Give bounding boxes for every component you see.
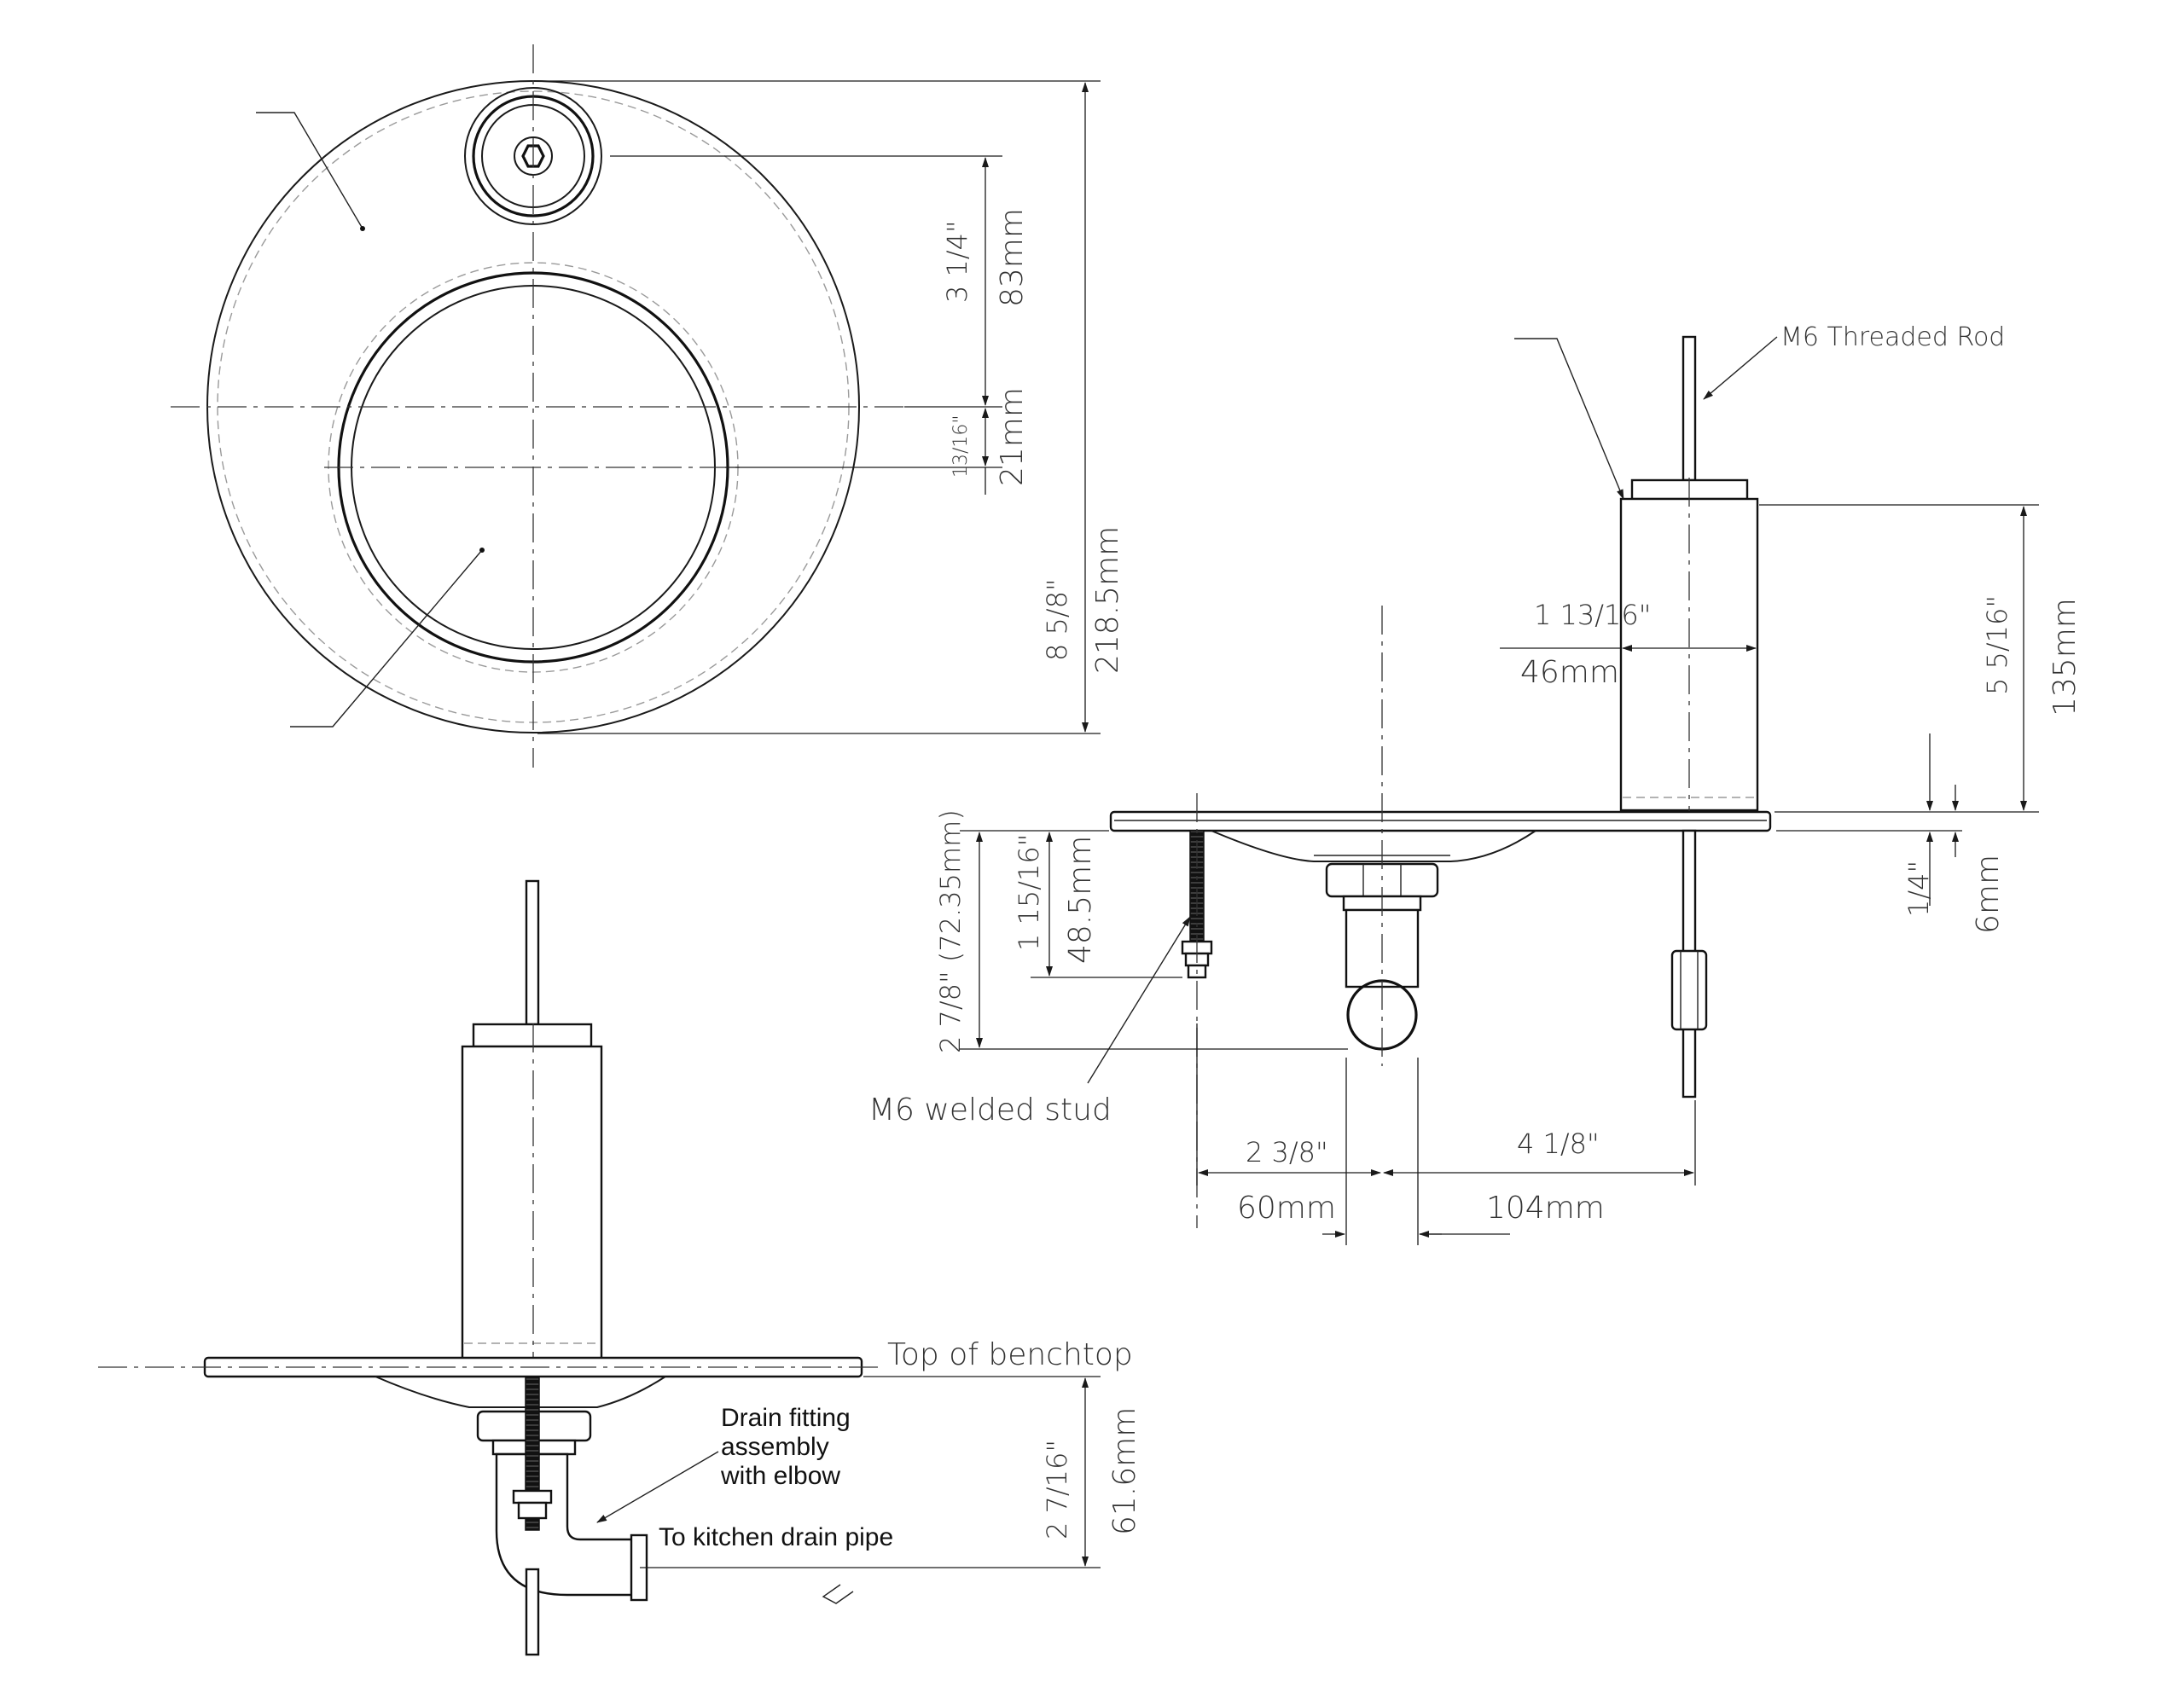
side-dim-right-mm: 104mm <box>1486 1191 1605 1226</box>
plan-dim-diameter-mm: 218.5mm <box>1090 526 1125 674</box>
side-leader-body <box>1514 338 1624 500</box>
plan-dim-center-mm: 21mm <box>995 387 1030 486</box>
side-dim-drop: 2 7/8" (72.35mm) <box>934 809 967 1053</box>
front-pipe-arrow <box>822 1584 854 1604</box>
side-label-stud: M6 welded stud <box>868 1093 1112 1128</box>
front-rod-extension <box>525 1568 540 1656</box>
side-dim-left-in: 2 3/8" <box>1246 1136 1328 1168</box>
side-dim-stud-in: 1 15/16" <box>1013 834 1045 951</box>
front-drain-bowl <box>375 1376 666 1408</box>
side-drain-bowl <box>1211 830 1536 862</box>
front-label-benchtop: Top of benchtop <box>887 1337 1133 1372</box>
front-view: Top of benchtop Drain fitting assembly w… <box>98 879 1142 1656</box>
side-dim-plate-mm: 6mm <box>1971 855 2006 934</box>
front-label-drain-3: with elbow <box>720 1462 840 1490</box>
front-drain-elbow <box>495 1452 637 1597</box>
front-tap-cap <box>472 1023 593 1048</box>
side-mounting-plate <box>1109 810 1772 832</box>
front-dim-depth-in: 2 7/16" <box>1041 1440 1073 1539</box>
front-label-drain-2: assembly <box>721 1433 829 1461</box>
side-dim-body-mm: 46mm <box>1520 655 1619 690</box>
plan-dim-diameter-in: 8 5/8" <box>1041 578 1073 661</box>
side-rod-coupling <box>1670 949 1708 1031</box>
plan-tap-hex-icon <box>521 144 545 168</box>
side-threaded-rod-top <box>1682 335 1697 482</box>
side-dim-height-in: 5 5/16" <box>1981 595 2013 695</box>
front-label-drain-1: Drain fitting <box>721 1404 851 1432</box>
plan-leader-drain <box>290 549 483 728</box>
side-leader-stud <box>1087 916 1191 1084</box>
front-tap-body <box>461 1045 603 1360</box>
plan-dim-offset-mm: 83mm <box>995 208 1030 307</box>
front-leader-drain <box>596 1451 719 1523</box>
side-dim-height-mm: 135mm <box>2048 598 2082 716</box>
plan-dim-offset-in: 3 1/4" <box>941 220 973 303</box>
front-dim-depth-mm: 61.6mm <box>1107 1407 1142 1535</box>
side-dim-body-in: 1 13/16" <box>1534 599 1651 631</box>
plan-leader-flange <box>256 112 363 229</box>
side-dim-left-mm: 60mm <box>1237 1191 1336 1226</box>
side-dim-plate-in: 1/4" <box>1902 861 1935 917</box>
side-dim-right-in: 4 1/8" <box>1517 1128 1600 1160</box>
front-label-pipe: To kitchen drain pipe <box>659 1523 893 1551</box>
side-label-rod: M6 Threaded Rod <box>1780 322 2005 352</box>
front-threaded-rod-top <box>525 879 540 1026</box>
side-view: M6 Threaded Rod M6 welded stud 1 13/16" … <box>868 322 2082 1245</box>
plan-view: 3 1/4" 83mm 13/16" 21mm 8 5/8" 218.5mm <box>171 44 1125 768</box>
plan-dim-center-in: 13/16" <box>950 415 972 478</box>
side-leader-rod <box>1703 336 1778 400</box>
side-dim-stud-mm: 48.5mm <box>1063 836 1098 964</box>
